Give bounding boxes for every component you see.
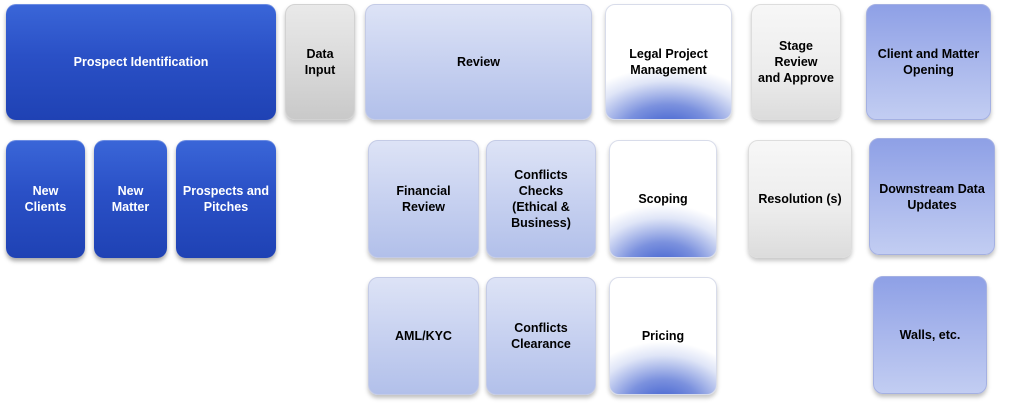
client-matter-opening-box: Client and Matter Opening	[866, 4, 991, 120]
financial-review-box: Financial Review	[368, 140, 479, 258]
pricing-box: Pricing	[609, 277, 717, 395]
legal-project-management-box: Legal Project Management	[605, 4, 732, 120]
prospect-identification-box: Prospect Identification	[6, 4, 276, 120]
scoping-box: Scoping	[609, 140, 717, 258]
new-clients-box: New Clients	[6, 140, 85, 258]
conflicts-clearance-box: Conflicts Clearance	[486, 277, 596, 395]
prospects-pitches-box: Prospects and Pitches	[176, 140, 276, 258]
aml-kyc-box: AML/KYC	[368, 277, 479, 395]
new-matter-box: New Matter	[94, 140, 167, 258]
conflicts-checks-box: Conflicts Checks (Ethical & Business)	[486, 140, 596, 258]
resolutions-box: Resolution (s)	[748, 140, 852, 258]
downstream-data-updates-box: Downstream Data Updates	[869, 138, 995, 255]
data-input-box: Data Input	[285, 4, 355, 120]
stage-review-approve-box: Stage Review and Approve	[751, 4, 841, 120]
review-box: Review	[365, 4, 592, 120]
walls-etc-box: Walls, etc.	[873, 276, 987, 394]
